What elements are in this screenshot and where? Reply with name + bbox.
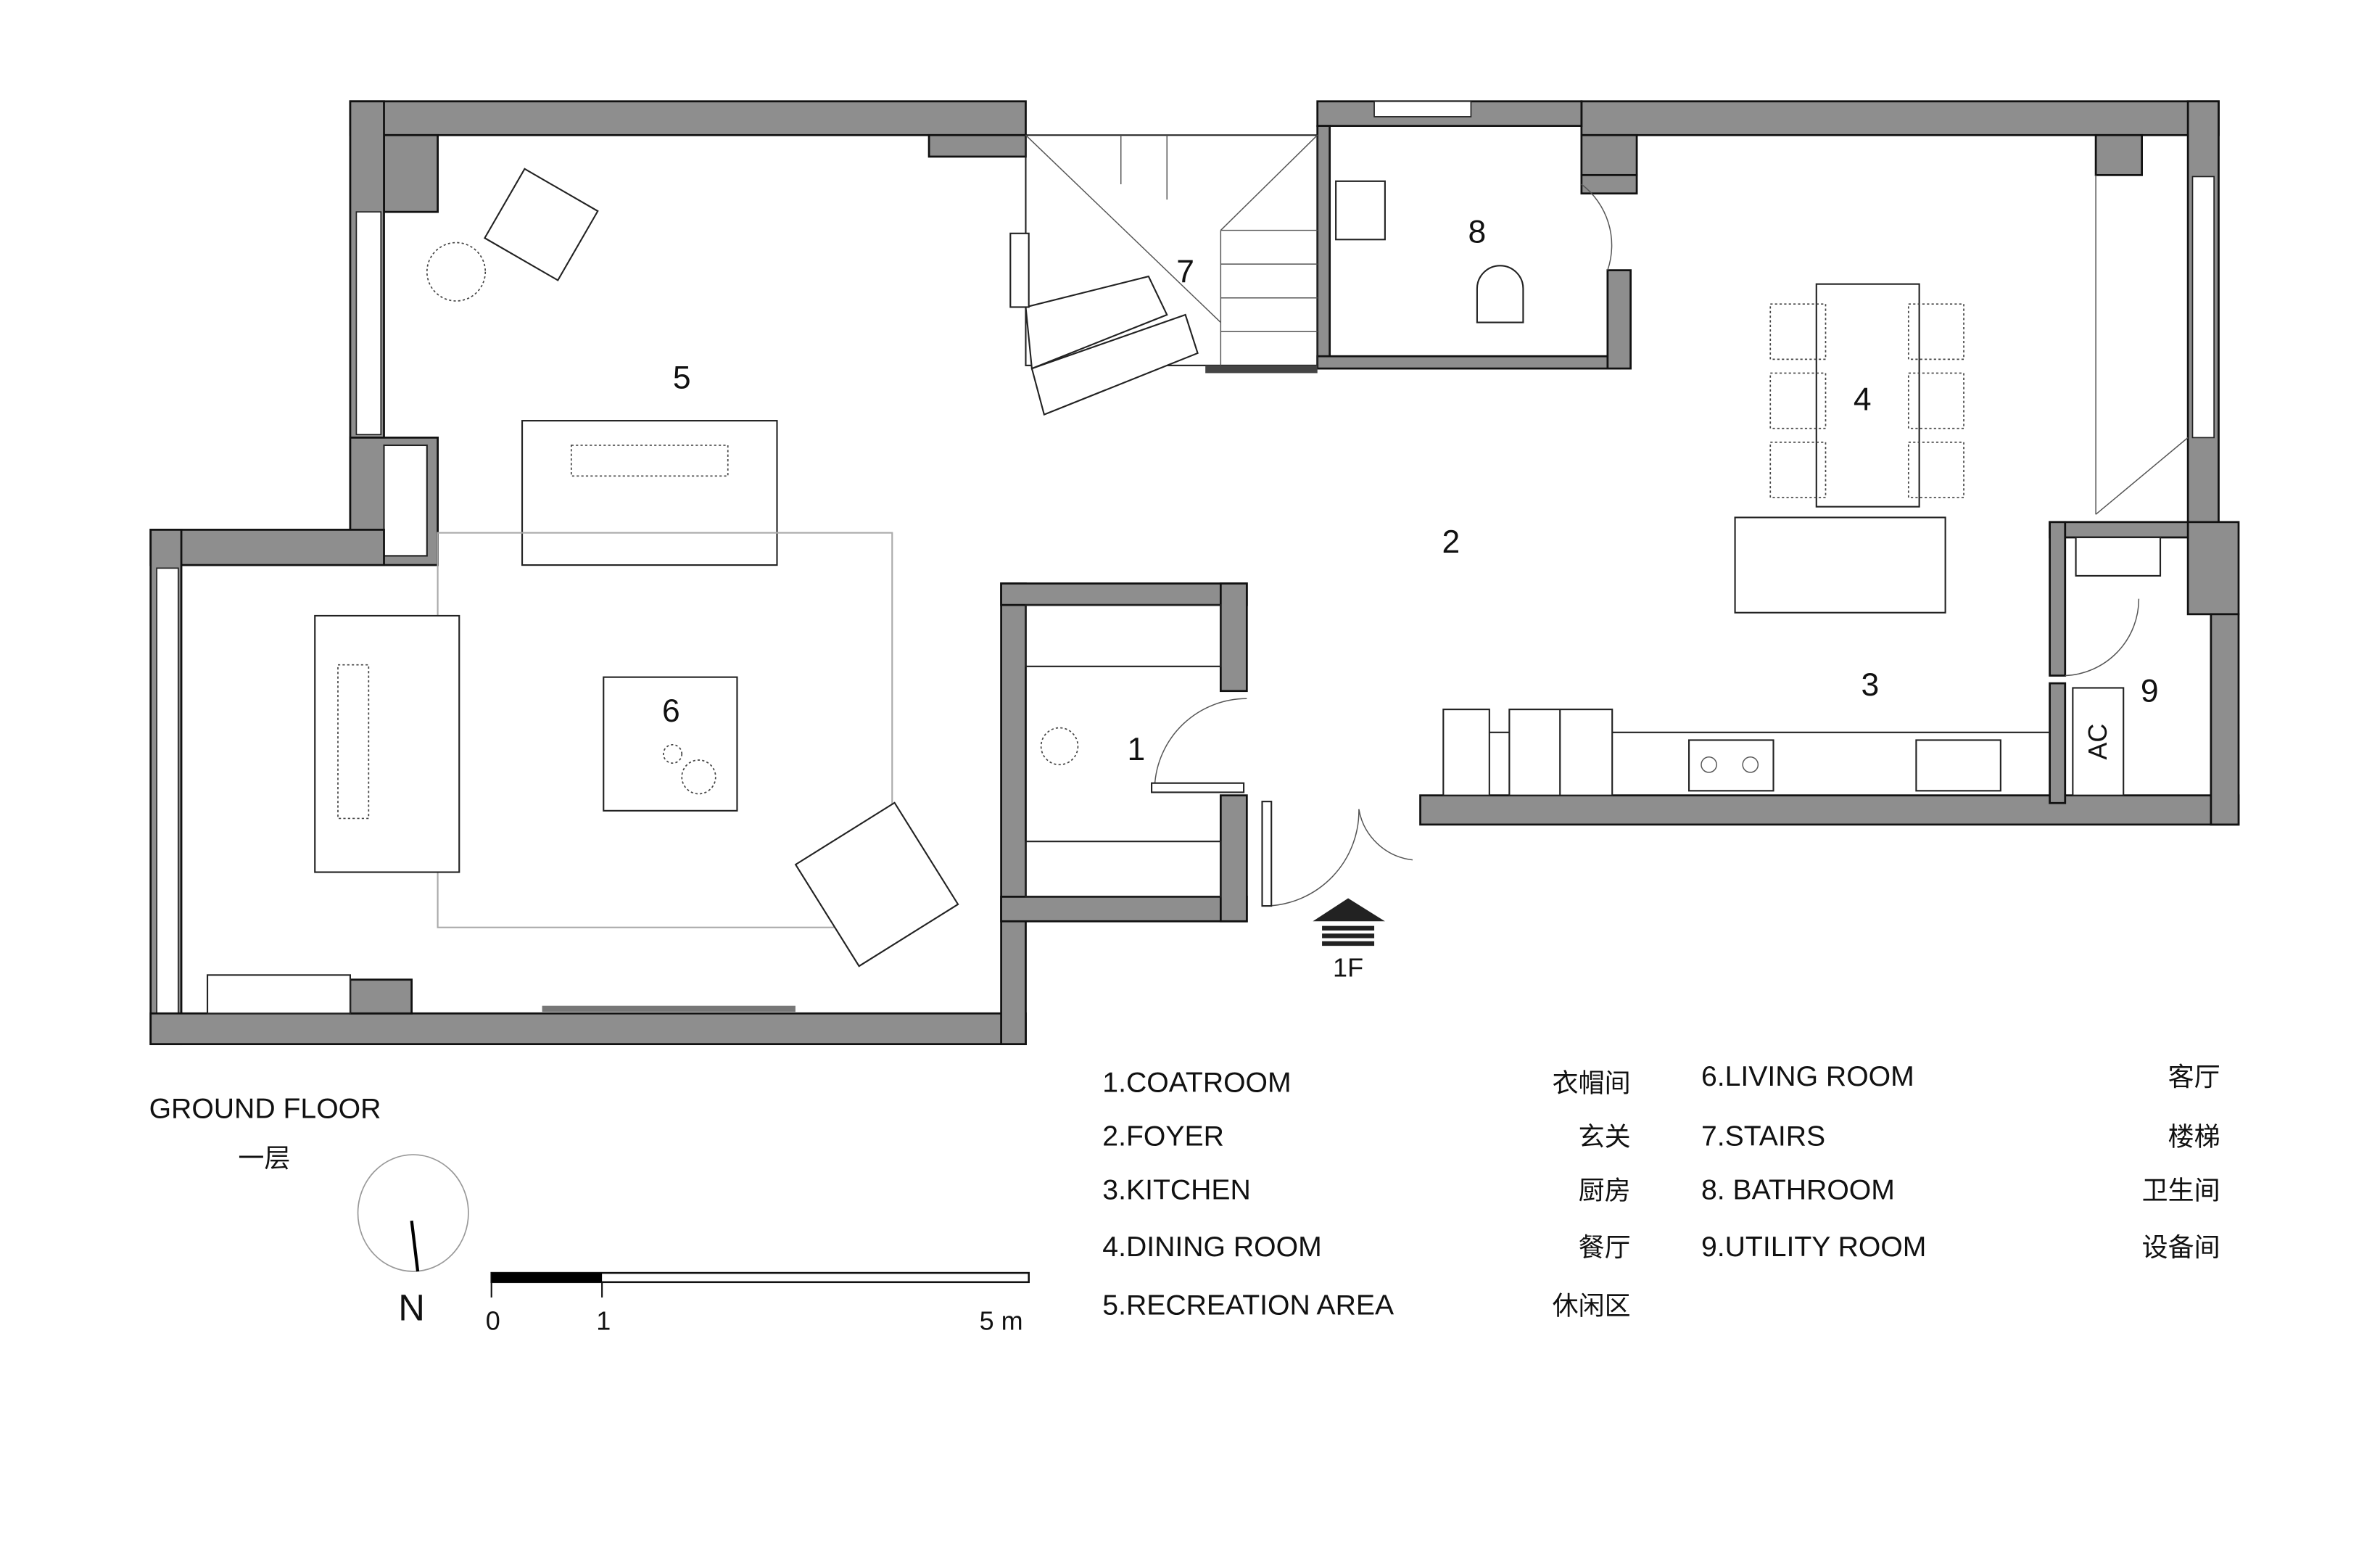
legend-item-zh: 衣帽间	[1553, 1068, 1631, 1098]
entry-arrow-icon	[1313, 898, 1385, 922]
compass-north-label: N	[398, 1287, 425, 1329]
entry-marker: 1F	[1313, 898, 1385, 982]
room-numbers: 1 2 3 4 5 6 7 8 9 AC	[662, 215, 2159, 767]
compass-icon	[357, 1154, 469, 1272]
scale-tick-0: 0	[486, 1305, 500, 1335]
room-number-6: 6	[662, 693, 680, 729]
furniture	[314, 168, 2189, 1012]
window	[355, 211, 382, 435]
scale-tick-1: 1	[596, 1305, 611, 1335]
legend-item-en: 3.KITCHEN	[1102, 1174, 1251, 1205]
title-block: GROUND FLOOR 一层 N 0 1 5 m	[149, 1093, 1030, 1335]
legend-item-en: 2.FOYER	[1102, 1121, 1224, 1152]
legend-item-en: 6.LIVING ROOM	[1701, 1061, 1914, 1092]
stairs	[1009, 134, 1318, 416]
room-number-2: 2	[1442, 524, 1460, 560]
floor-title-en: GROUND FLOOR	[149, 1093, 381, 1124]
room-number-4: 4	[1854, 381, 1872, 417]
legend-item-zh: 厨房	[1579, 1176, 1631, 1205]
room-number-8: 8	[1468, 215, 1487, 250]
legend-item-zh: 楼梯	[2168, 1122, 2220, 1152]
window	[2191, 176, 2215, 439]
floor-title-zh: 一层	[238, 1144, 290, 1173]
legend-item-zh: 玄关	[1579, 1122, 1631, 1152]
scale-tick-5m: 5 m	[980, 1305, 1023, 1335]
room-number-5: 5	[673, 360, 691, 396]
room-number-3: 3	[1862, 667, 1880, 703]
legend-item-zh: 设备间	[2142, 1233, 2220, 1263]
ac-label: AC	[2083, 724, 2112, 760]
legend-item-en: 7.STAIRS	[1701, 1121, 1825, 1152]
room-number-7: 7	[1176, 255, 1194, 290]
window	[1373, 100, 1472, 117]
legend-item-en: 4.DINING ROOM	[1102, 1232, 1321, 1263]
legend-item-en: 9.UTILITY ROOM	[1701, 1232, 1926, 1263]
window	[156, 567, 179, 1015]
legend-item-en: 5.RECREATION AREA	[1102, 1290, 1394, 1321]
room-number-9: 9	[2141, 674, 2159, 709]
legend: 1.COATROOM 衣帽间 2.FOYER 玄关 3.KITCHEN 厨房 4…	[1102, 1061, 2220, 1321]
legend-item-en: 1.COATROOM	[1102, 1067, 1291, 1098]
entry-label: 1F	[1333, 952, 1363, 982]
legend-item-zh: 休闲区	[1553, 1291, 1631, 1321]
walls	[149, 100, 2240, 1046]
legend-item-en: 8. BATHROOM	[1701, 1174, 1895, 1205]
room-number-1: 1	[1128, 732, 1146, 767]
legend-item-zh: 卫生间	[2142, 1176, 2220, 1205]
legend-item-zh: 餐厅	[1579, 1233, 1631, 1263]
legend-item-zh: 客厅	[2168, 1063, 2220, 1092]
